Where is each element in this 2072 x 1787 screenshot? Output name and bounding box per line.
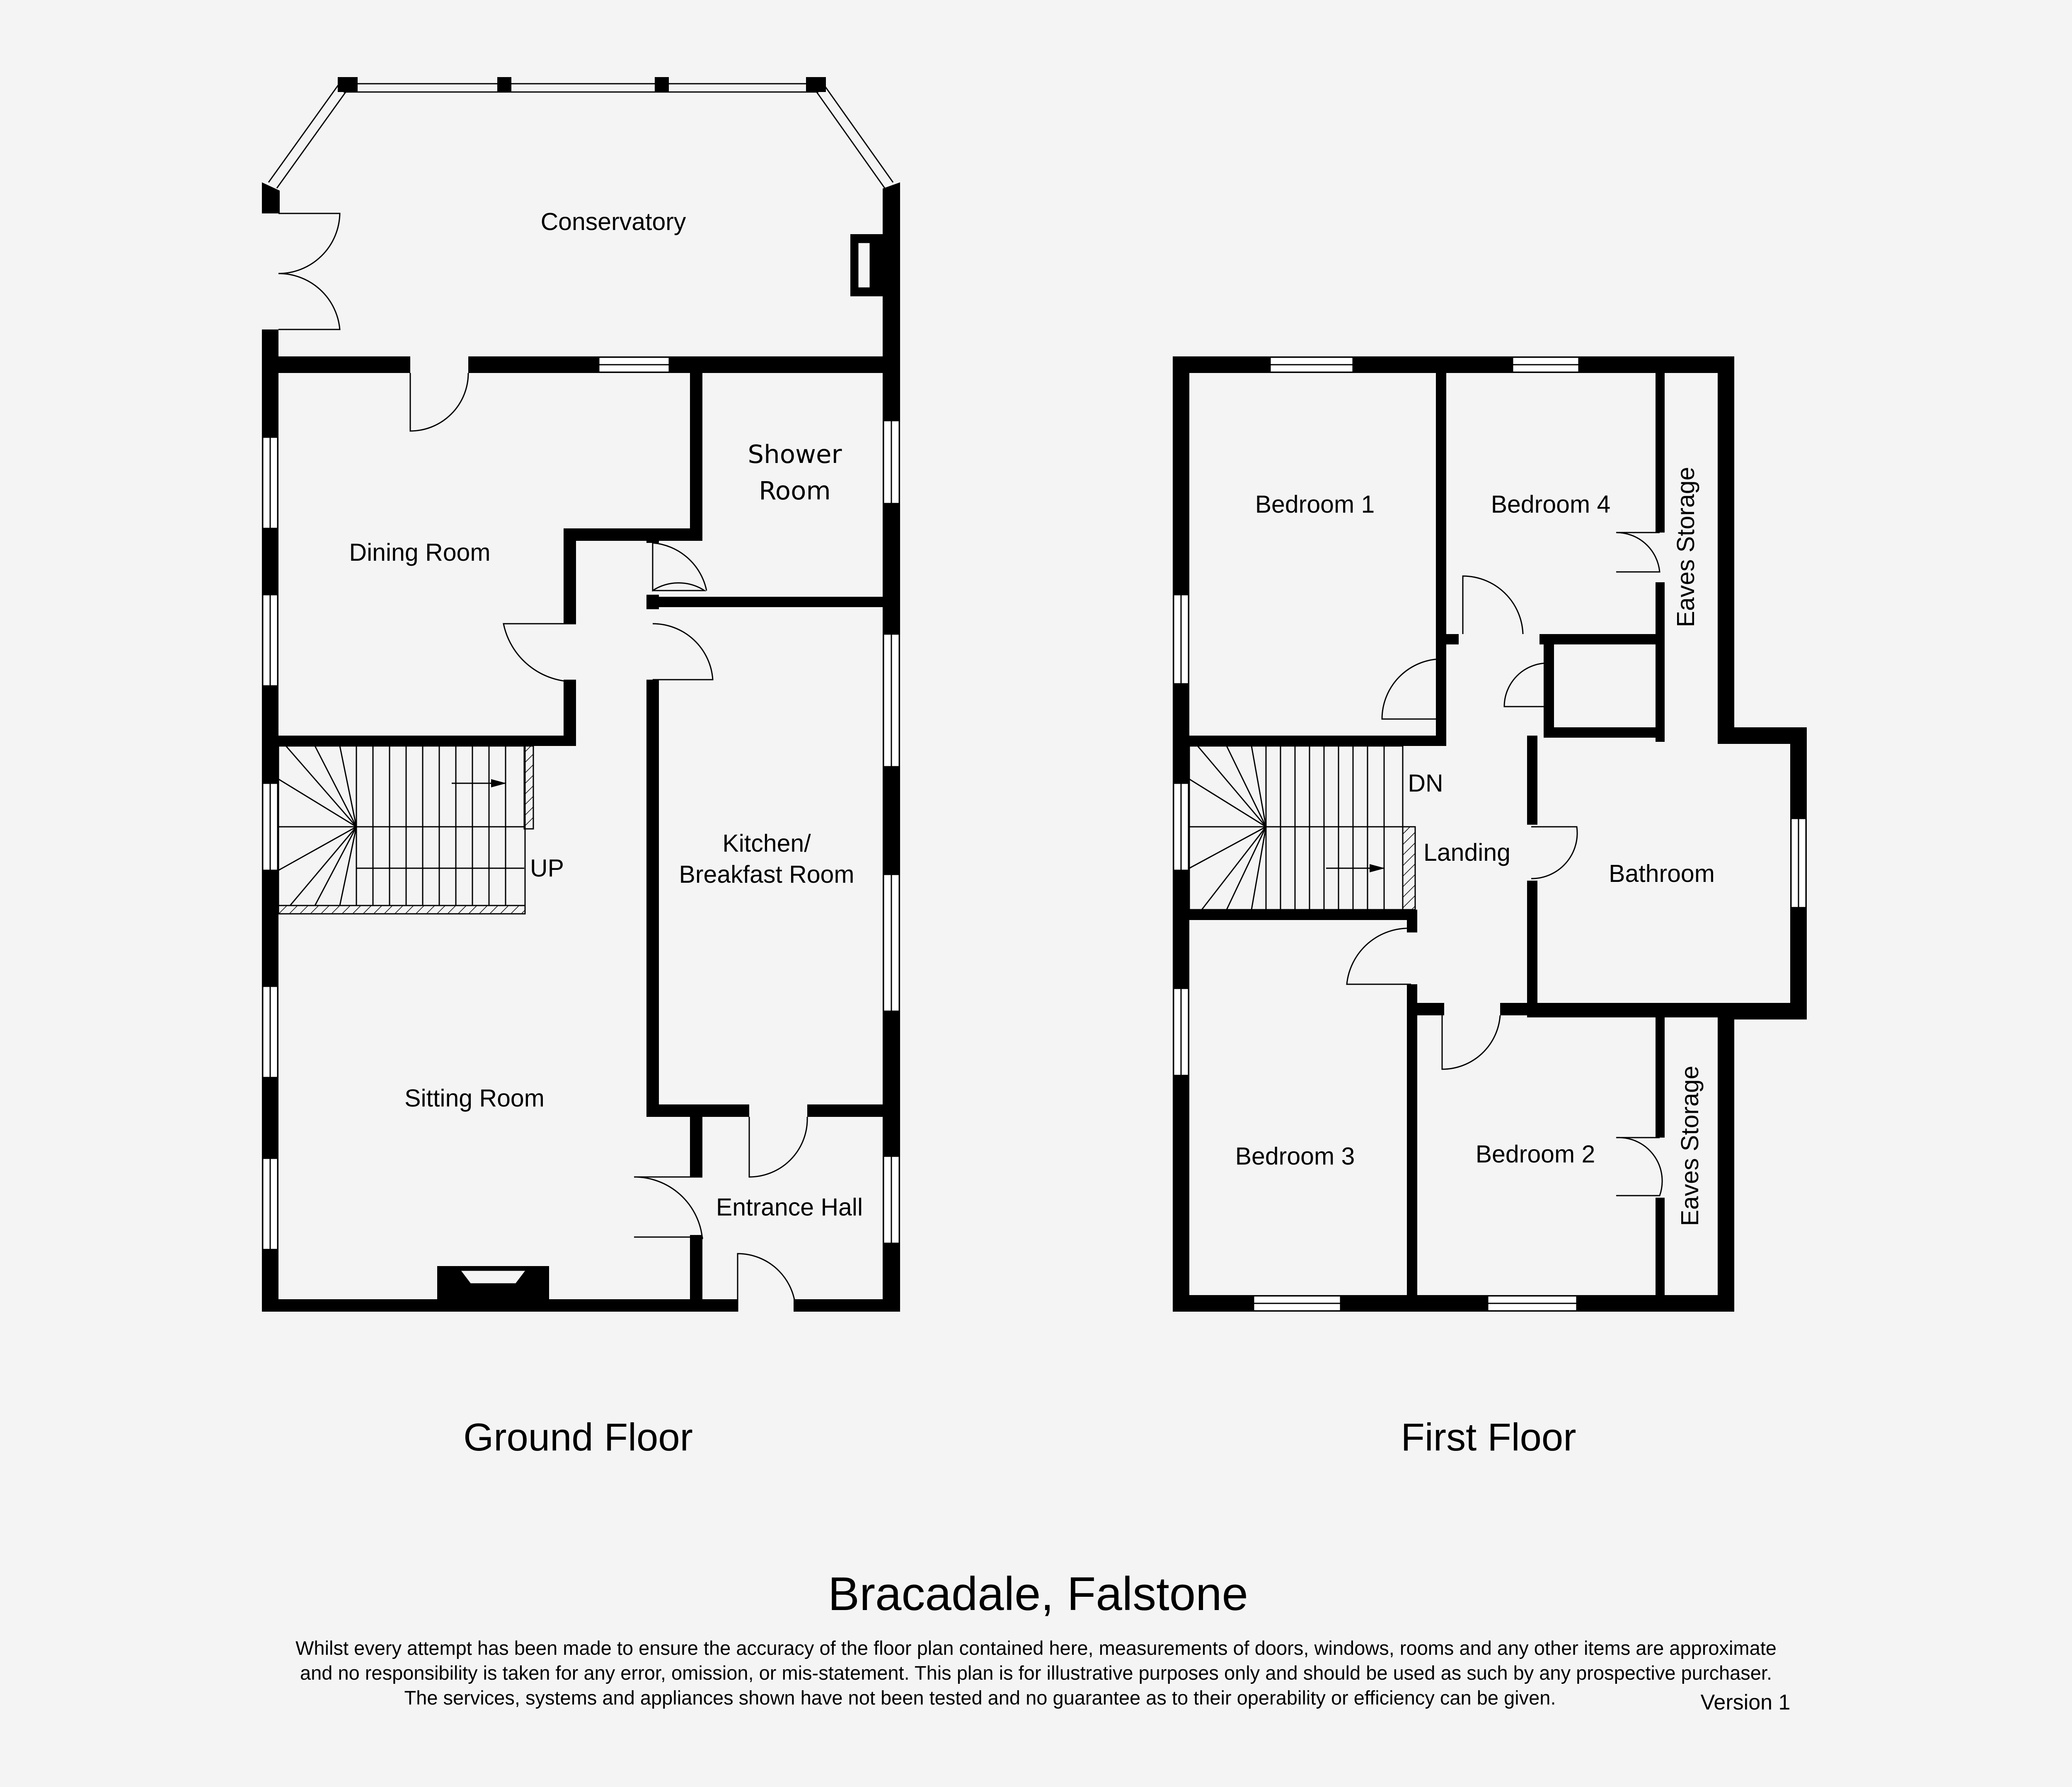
eaves-storage-top-label: Eaves Storage (1672, 467, 1699, 627)
bedroom-3-door[interactable] (1346, 927, 1411, 985)
first-floor-title: First Floor (1401, 1415, 1576, 1459)
dining-to-conservatory-door[interactable] (409, 373, 469, 432)
entrance-hall-label: Entrance Hall (716, 1194, 863, 1221)
shower-room-label-2: Room (759, 476, 831, 506)
version-label: Version 1 (1701, 1690, 1791, 1714)
dining-room-door[interactable] (503, 623, 576, 683)
sitting-room-door[interactable] (634, 1176, 703, 1240)
shower-room-label-1: Shower (748, 440, 842, 469)
sitting-room-label: Sitting Room (404, 1085, 545, 1112)
shower-room-door[interactable] (652, 543, 707, 592)
footer: Bracadale, Falstone Whilst every attempt… (295, 1568, 1790, 1714)
stairs-up-label: UP (530, 855, 564, 882)
eaves-storage-bottom-door[interactable] (1616, 1137, 1663, 1196)
kitchen-label-2: Breakfast Room (679, 861, 854, 888)
bathroom-label: Bathroom (1609, 860, 1715, 887)
shower-room-door-arc (652, 542, 707, 591)
bedroom-4-label: Bedroom 4 (1491, 491, 1611, 518)
conservatory-label: Conservatory (541, 208, 686, 235)
conservatory-door-upper[interactable] (278, 213, 341, 274)
stairs-down-label: DN (1408, 770, 1443, 797)
airing-cupboard-door[interactable] (1503, 662, 1548, 707)
bedroom-4-door[interactable] (1462, 575, 1524, 634)
disclaimer-line-3: The services, systems and appliances sho… (404, 1687, 1556, 1709)
bathroom-door[interactable] (1531, 826, 1578, 879)
ground-floor-stairs (278, 745, 534, 915)
eaves-storage-bottom-label: Eaves Storage (1676, 1065, 1704, 1226)
kitchen-label-1: Kitchen/ (722, 830, 811, 857)
bedroom-3-label: Bedroom 3 (1235, 1143, 1355, 1170)
property-title: Bracadale, Falstone (828, 1568, 1248, 1620)
entrance-to-kitchen-door[interactable] (748, 1116, 808, 1178)
front-door[interactable] (737, 1253, 796, 1312)
bedroom-1-door[interactable] (1381, 658, 1443, 720)
bedroom-2-door[interactable] (1441, 1015, 1501, 1070)
dining-room-label: Dining Room (349, 539, 490, 566)
ground-floor-plan: Conservatory Dining Room Shower Room Kit… (262, 77, 900, 1459)
landing-label: Landing (1423, 839, 1510, 866)
bedroom-2-label: Bedroom 2 (1476, 1140, 1595, 1168)
disclaimer-line-1: Whilst every attempt has been made to en… (295, 1637, 1777, 1659)
conservatory-door-lower[interactable] (278, 273, 341, 330)
first-floor-stairs (1188, 745, 1416, 910)
first-floor-plan: Bedroom 1 Bedroom 4 Eaves Storage DN Lan… (1173, 356, 1807, 1459)
eaves-storage-top-door[interactable] (1616, 532, 1661, 573)
kitchen-door[interactable] (652, 623, 714, 680)
ground-floor-title: Ground Floor (463, 1415, 693, 1459)
disclaimer-line-2: and no responsibility is taken for any e… (300, 1662, 1772, 1684)
conservatory-bay (262, 77, 900, 361)
bedroom-1-label: Bedroom 1 (1255, 491, 1375, 518)
